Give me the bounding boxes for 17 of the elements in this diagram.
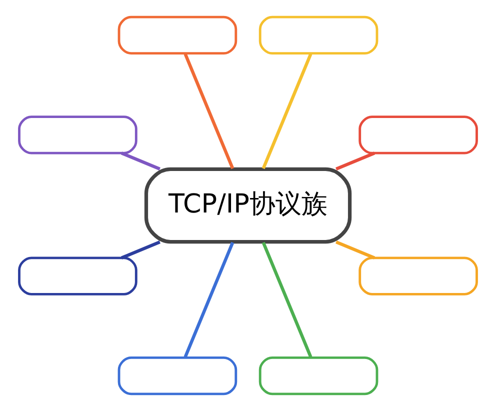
connector (262, 53, 312, 169)
connector (336, 151, 376, 170)
node-box (118, 15, 238, 54)
connector (262, 241, 312, 357)
node-box: TCP/IP协议族 (144, 166, 352, 244)
connector (184, 53, 234, 169)
node-box (258, 356, 378, 395)
node-box (358, 115, 478, 154)
connector (120, 151, 160, 170)
connector (120, 240, 160, 259)
node-box (358, 256, 478, 295)
node-box (18, 115, 138, 154)
node-box (18, 256, 138, 295)
connector (184, 241, 234, 357)
connector (336, 240, 376, 259)
node-box (258, 15, 378, 54)
node-box (118, 356, 238, 395)
